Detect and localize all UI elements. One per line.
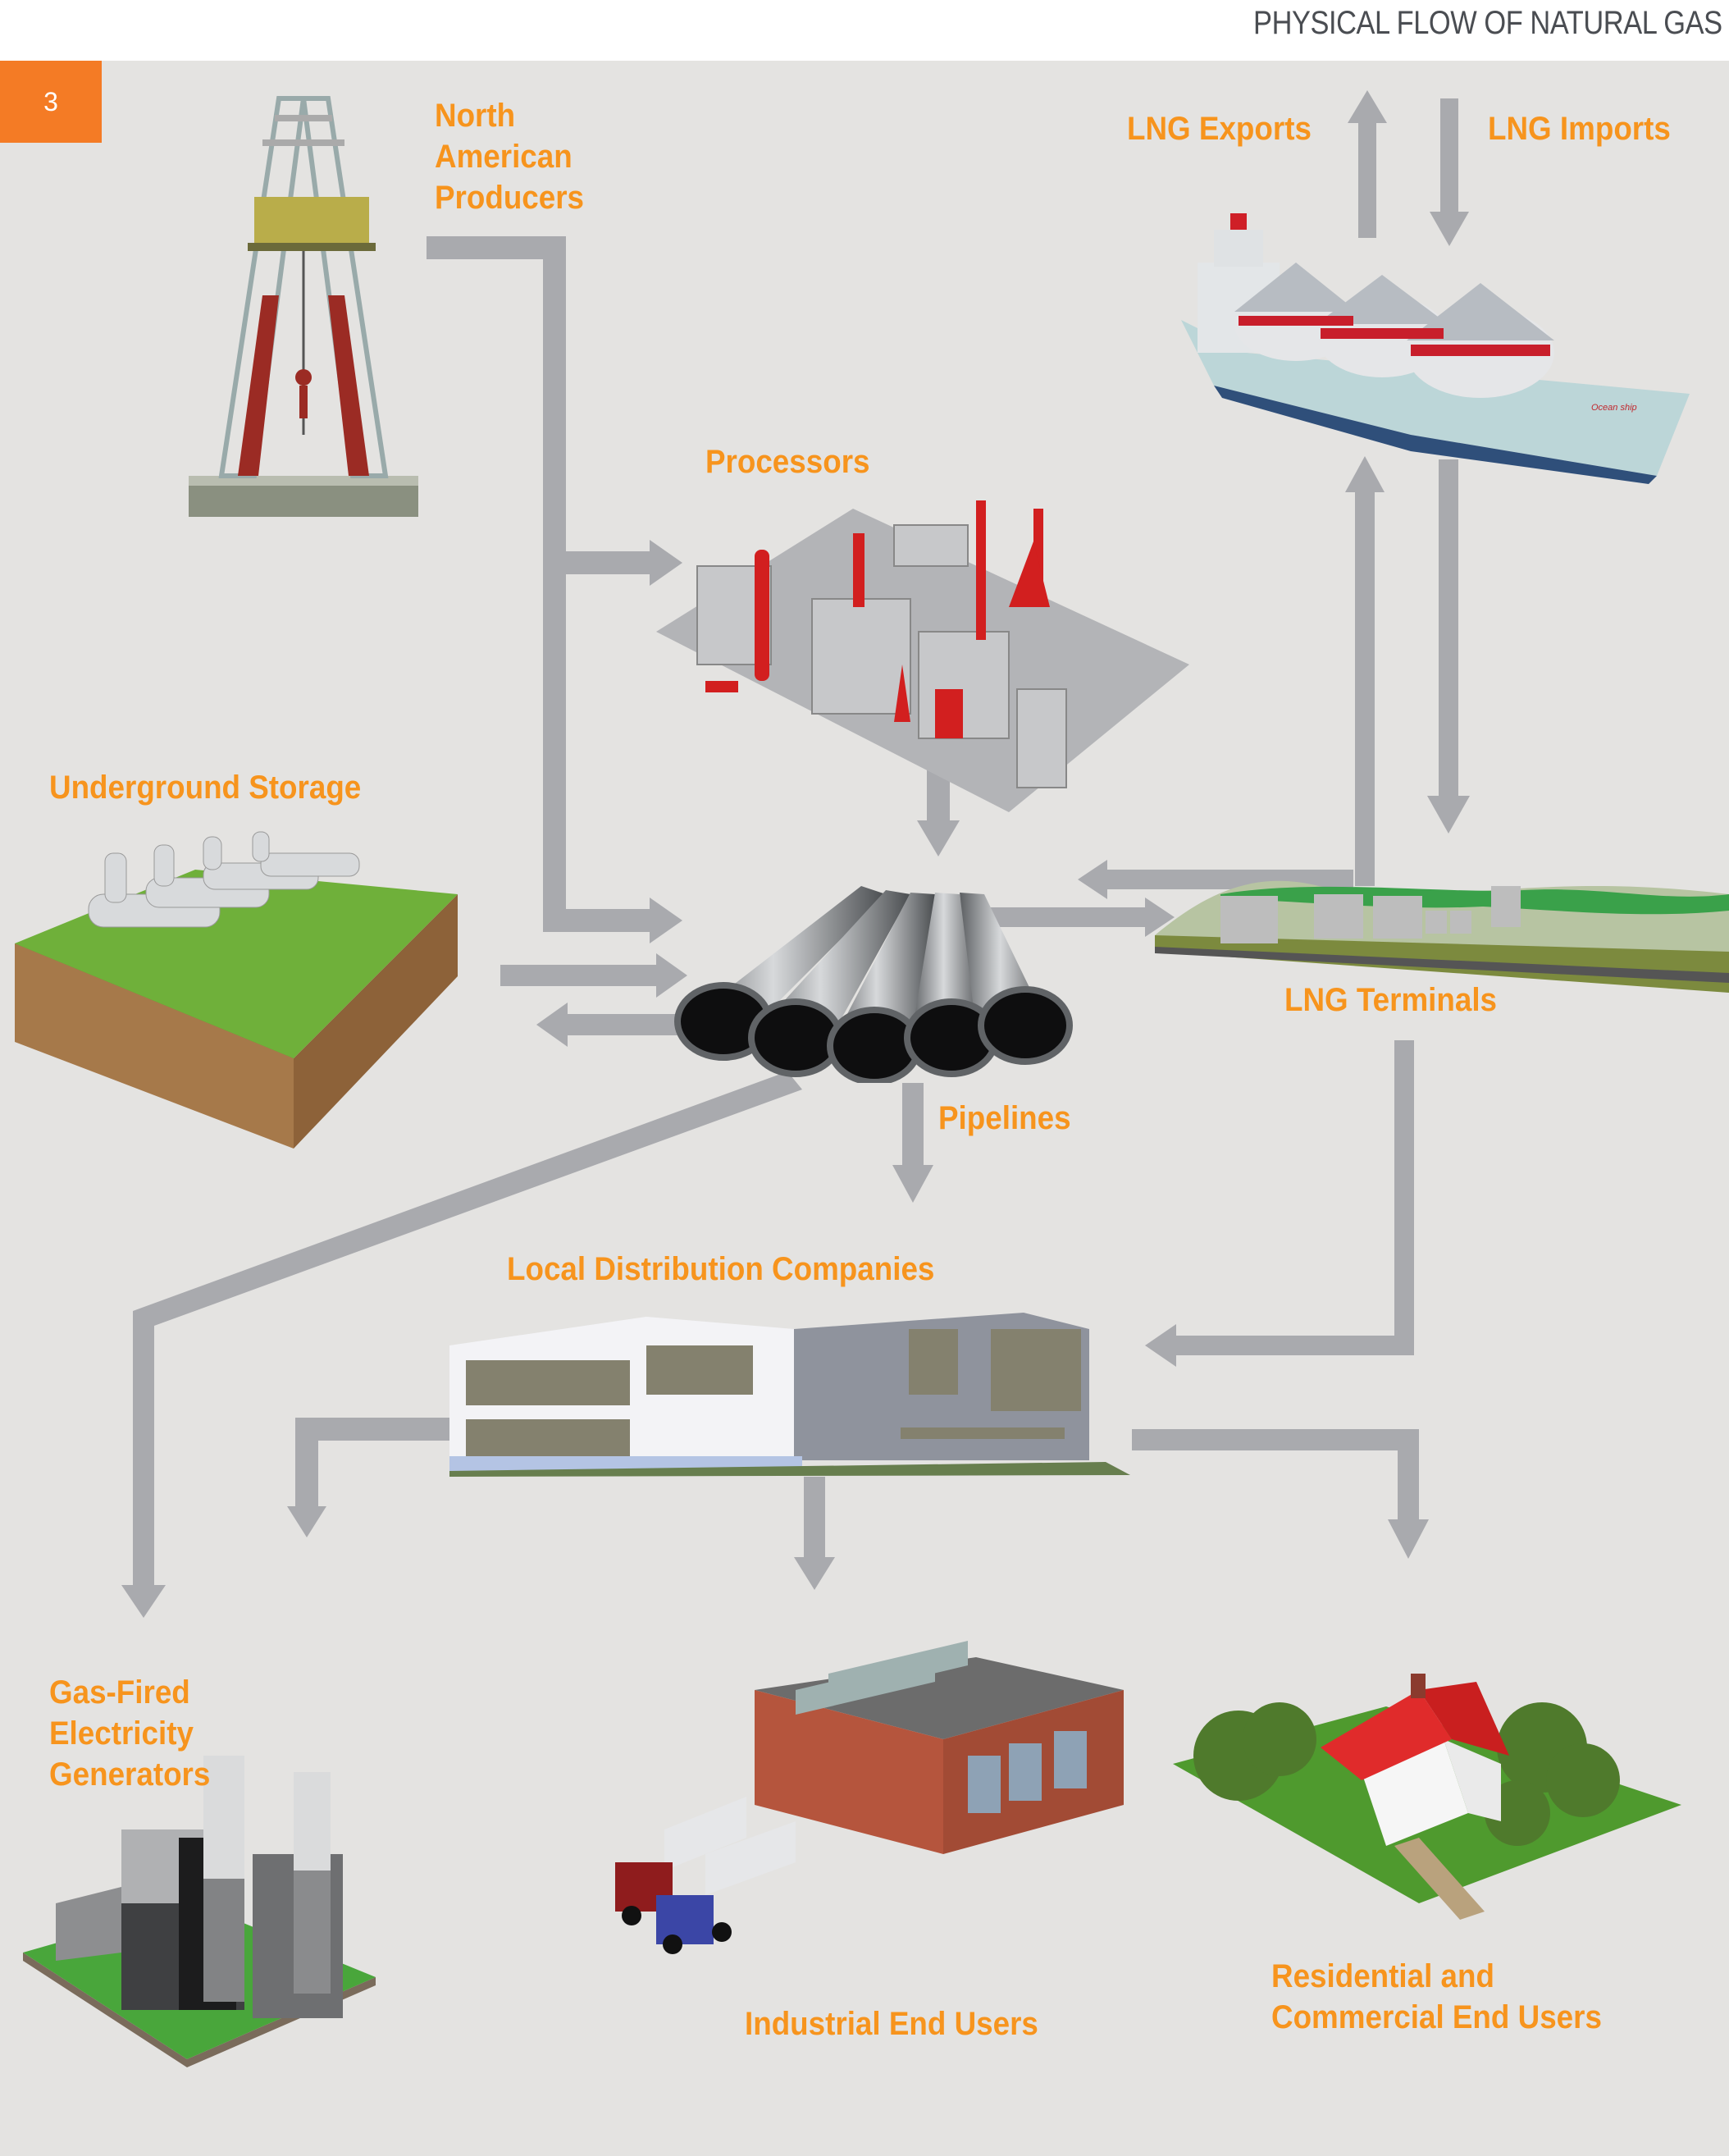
label-line: Local Distribution Companies xyxy=(507,1251,935,1287)
flow-to-processors-shaft xyxy=(543,551,650,574)
label-line: Pipelines xyxy=(938,1100,1071,1136)
lng-tanker-ship-icon: Ocean ship xyxy=(1181,213,1690,484)
power-plant-icon xyxy=(23,1756,376,2067)
flow-terminals-exports-shaft xyxy=(1355,492,1375,886)
flow-ldc-left-horizontal xyxy=(295,1418,451,1441)
flow-ldc-industrial-shaft xyxy=(804,1477,825,1559)
flow-pipelines-ldc-shaft xyxy=(902,1083,924,1165)
factory-trucks-icon xyxy=(615,1641,1124,1954)
flow-ldc-industrial-head xyxy=(794,1557,835,1590)
flow-terminals-ldc-vertical xyxy=(1394,1040,1414,1345)
flow-imports-terminals-head xyxy=(1427,796,1470,834)
label-lng-imports: LNG Imports xyxy=(1488,108,1671,149)
flow-producers-pipelines-head xyxy=(650,898,682,943)
flow-terminals-ldc-horizontal xyxy=(1176,1336,1414,1355)
flow-producers-top xyxy=(427,236,566,259)
label-line: LNG Imports xyxy=(1488,111,1671,147)
flow-to-processors-head xyxy=(650,540,682,586)
flow-terminals-pipelines-head xyxy=(1078,860,1107,899)
flow-producers-pipelines-shaft xyxy=(543,909,650,932)
label-local-distribution-companies: Local Distribution Companies xyxy=(507,1249,934,1290)
flow-pipelines-storage-head xyxy=(536,1003,568,1047)
label-north-american-producers: North American Producers xyxy=(435,95,584,218)
label-processors: Processors xyxy=(705,441,869,482)
page-title: PHYSICAL FLOW OF NATURAL GAS xyxy=(1253,5,1722,41)
flow-pipelines-ldc-head xyxy=(892,1165,933,1203)
flow-storage-pipelines-head xyxy=(656,953,687,998)
label-residential-commercial-end-users: Residential and Commercial End Users xyxy=(1271,1956,1602,2038)
flow-ldc-left-vertical xyxy=(295,1418,318,1508)
label-gas-fired-electricity-generators: Gas-Fired Electricity Generators xyxy=(49,1672,210,1795)
processing-plant-icon xyxy=(656,500,1189,812)
page-number: 3 xyxy=(43,86,58,116)
flow-pipelines-storage-shaft xyxy=(568,1014,691,1035)
flow-ldc-residential-vertical xyxy=(1398,1429,1419,1519)
label-industrial-end-users: Industrial End Users xyxy=(745,2003,1038,2044)
lng-terminal-icon xyxy=(1155,880,1729,993)
label-line: Commercial End Users xyxy=(1271,1999,1602,2035)
flow-terminals-exports-head xyxy=(1345,456,1385,492)
lng-exports-arrow-head xyxy=(1348,90,1387,123)
house-icon xyxy=(1173,1674,1681,1920)
label-line: American xyxy=(435,139,573,175)
label-line: North xyxy=(435,98,516,134)
flow-producers-trunk-bar xyxy=(543,236,566,932)
flow-ldc-left-head xyxy=(287,1506,326,1537)
label-lng-exports: LNG Exports xyxy=(1127,108,1312,149)
label-lng-terminals: LNG Terminals xyxy=(1284,980,1497,1021)
label-line: Electricity xyxy=(49,1715,194,1752)
pipelines-icon xyxy=(674,886,1073,1083)
flow-ldc-residential-head xyxy=(1388,1519,1429,1559)
label-line: Processors xyxy=(705,444,870,480)
page-number-badge: 3 xyxy=(0,61,102,143)
flow-imports-terminals-shaft xyxy=(1439,459,1458,796)
flow-pipelines-terminals-head xyxy=(1145,898,1175,937)
office-building-icon xyxy=(449,1313,1130,1477)
underground-storage-icon xyxy=(15,831,458,1149)
label-line: LNG Exports xyxy=(1127,111,1312,147)
ship-name-text: Ocean ship xyxy=(1591,403,1637,413)
label-line: Producers xyxy=(435,180,585,216)
label-underground-storage: Underground Storage xyxy=(49,767,361,808)
label-line: Residential and xyxy=(1271,1958,1494,1994)
label-line: Underground Storage xyxy=(49,770,362,806)
label-line: Industrial End Users xyxy=(745,2006,1038,2042)
flow-terminals-ldc-head xyxy=(1145,1324,1176,1367)
flow-storage-pipelines-shaft xyxy=(500,965,656,986)
flow-pipelines-generators-head xyxy=(121,1585,166,1618)
lng-imports-arrow-shaft xyxy=(1440,98,1458,213)
lng-imports-arrow-head xyxy=(1430,212,1469,246)
drilling-rig-icon xyxy=(189,96,418,517)
flow-ldc-residential-horizontal xyxy=(1132,1429,1419,1450)
lng-exports-arrow-shaft xyxy=(1358,123,1376,238)
label-line: Generators xyxy=(49,1756,211,1793)
label-pipelines: Pipelines xyxy=(938,1098,1071,1139)
label-line: LNG Terminals xyxy=(1284,982,1498,1018)
flow-processors-pipelines-head xyxy=(917,820,960,856)
label-line: Gas-Fired xyxy=(49,1674,190,1711)
